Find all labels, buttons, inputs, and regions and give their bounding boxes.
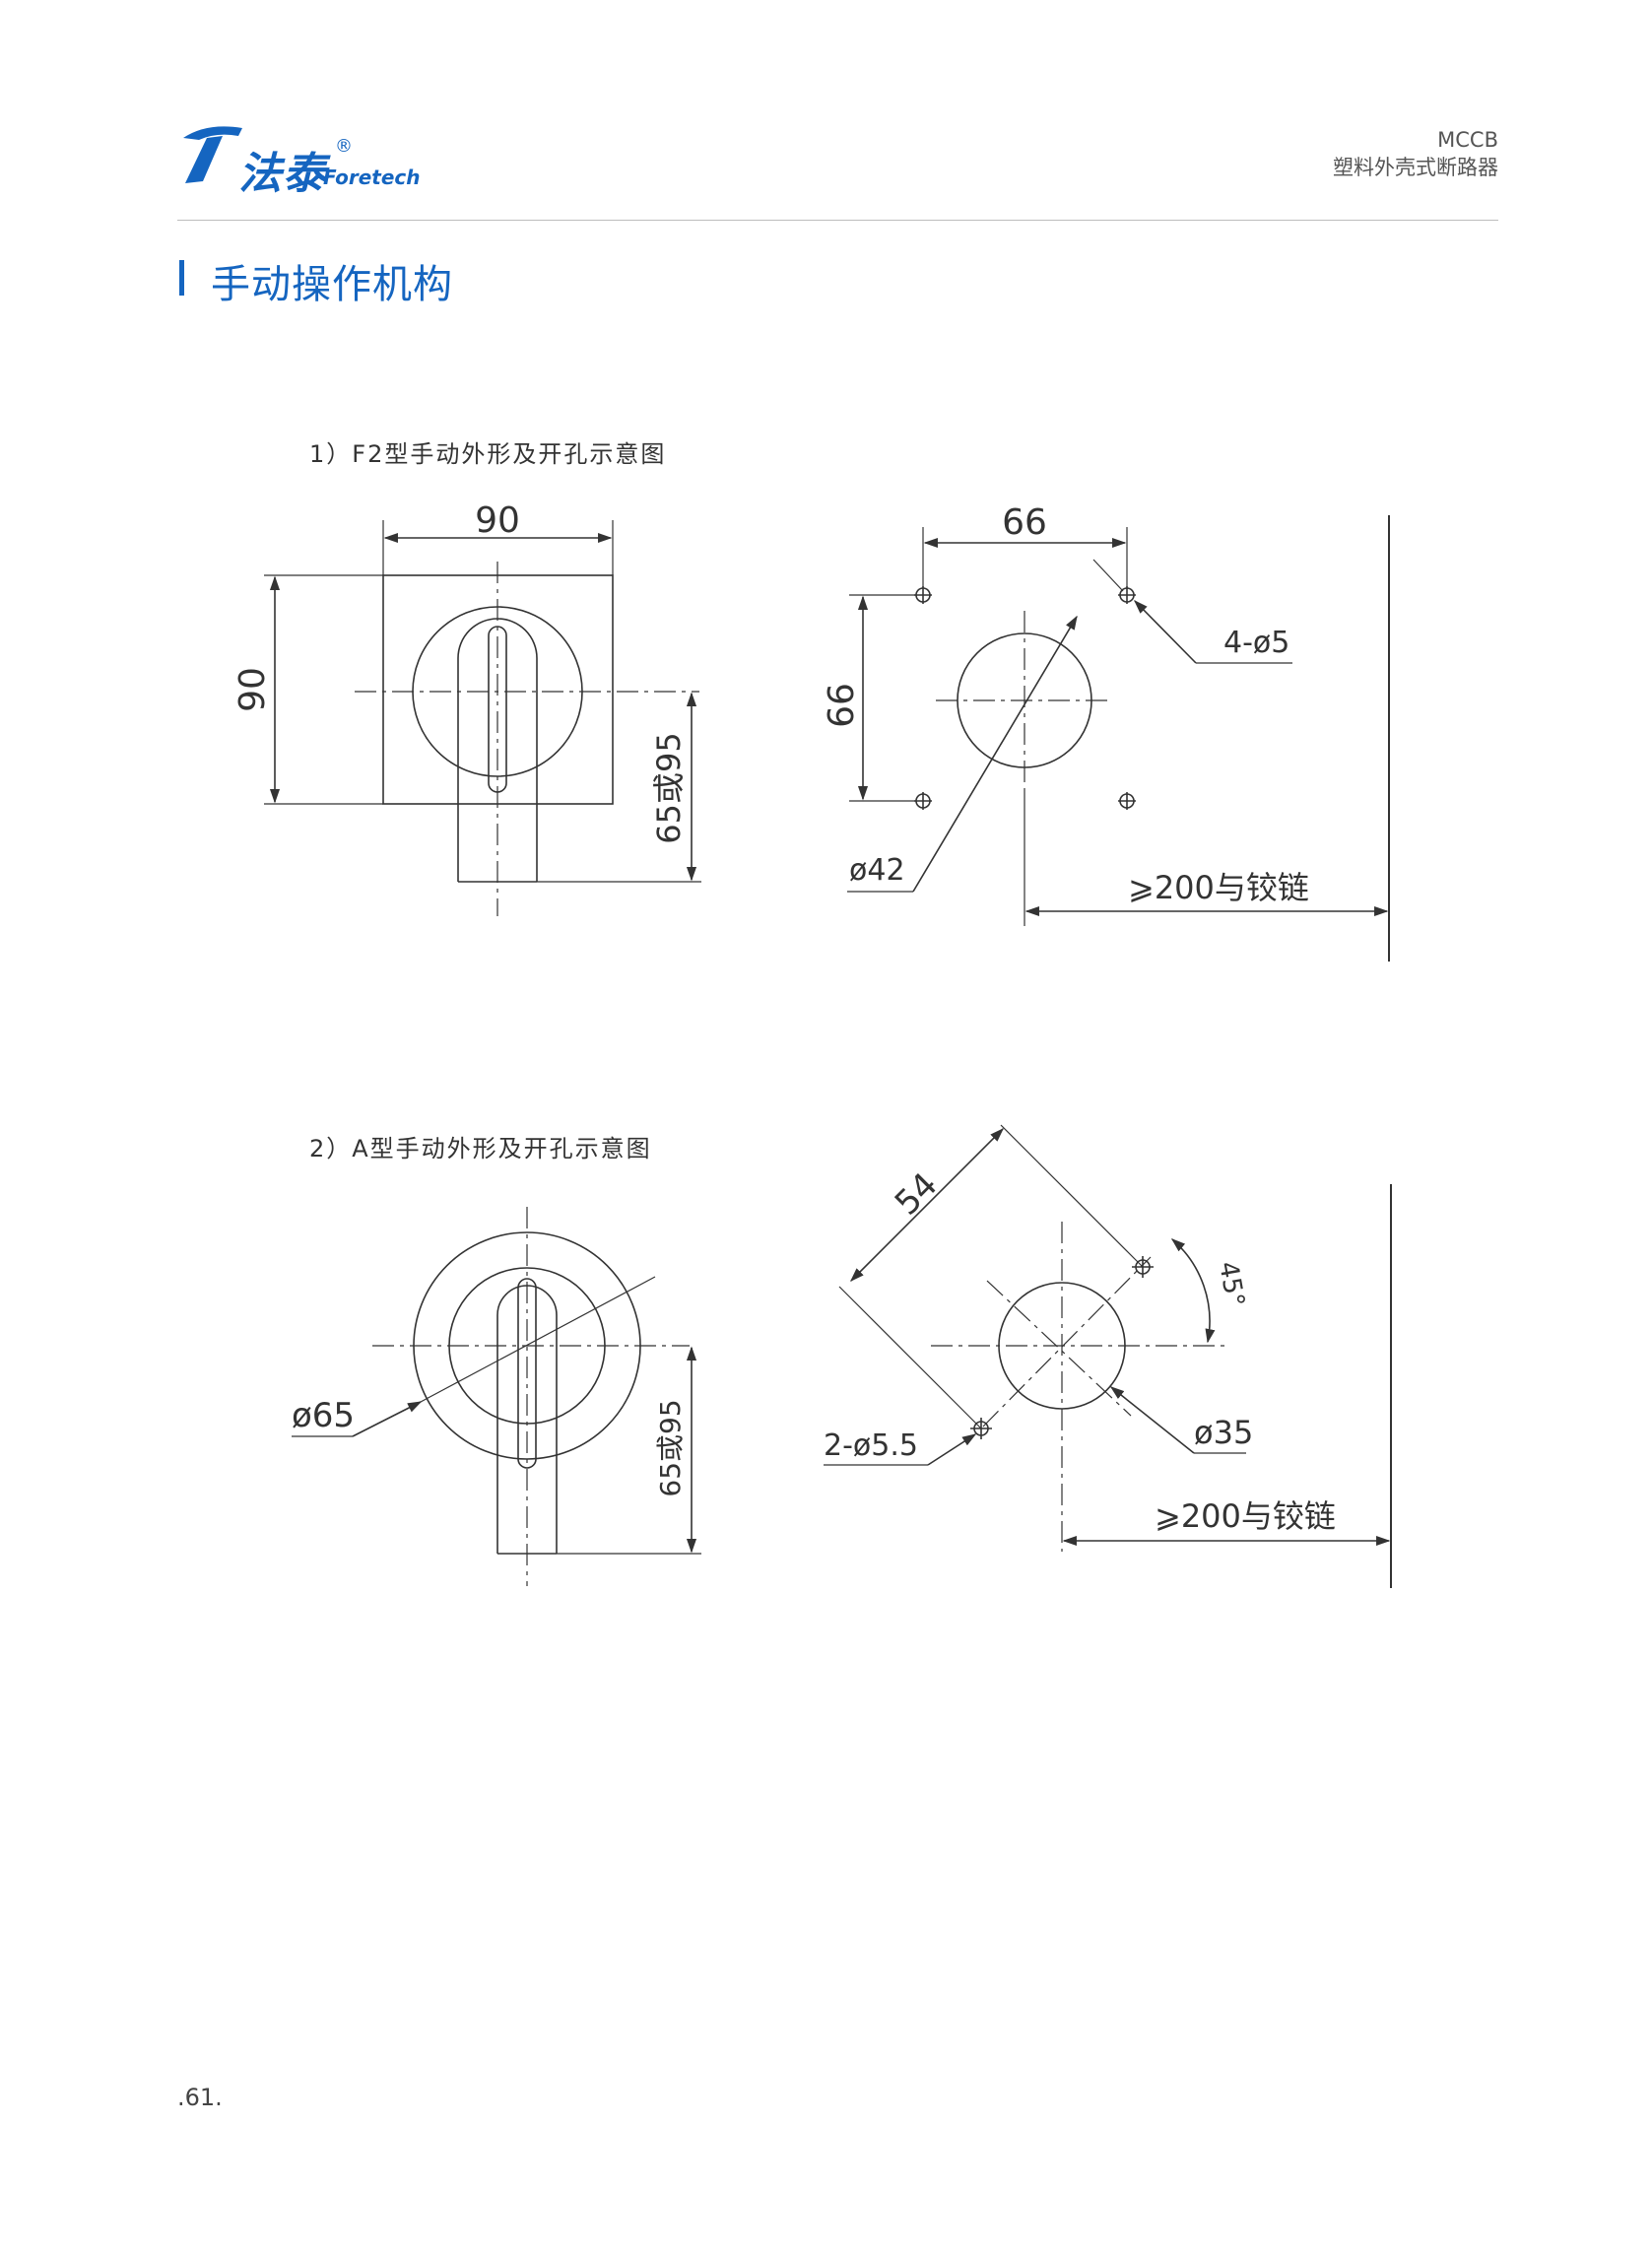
fig2-dim-handle: 65或95 [654,1399,687,1496]
fig1-dim-width: 90 [475,500,520,541]
fig1-panel-cutout [847,515,1390,962]
logo-mark-icon [183,126,242,183]
header-divider [177,220,1498,221]
fig2-dim-dial: ø65 [292,1396,355,1435]
figure1-caption: 1）F2型手动外形及开孔示意图 [309,440,667,468]
fig2-dim-angle: 45° [1213,1259,1250,1309]
fig1-handle-outline [264,520,701,916]
fig1-dim-hinge: ⩾200与铰链 [1128,869,1309,906]
page-number: .61. [177,2084,223,2111]
fig2-dim-holes: 2-ø5.5 [824,1428,918,1463]
fig2-dim-cutout: ø35 [1194,1414,1253,1451]
figure2-caption: 2）A型手动外形及开孔示意图 [309,1135,652,1162]
fig2-handle-outline [292,1207,701,1586]
registered-mark: ® [335,136,353,157]
logo-english-text: Foretech [323,166,421,189]
fig2-panel-cutout [824,1124,1392,1588]
fig1-dim-height: 90 [232,667,273,712]
fig1-dim-hole-x: 66 [1002,502,1047,543]
fig2-dim-hinge: ⩾200与铰链 [1155,1497,1336,1535]
fig1-dim-hole-y: 66 [822,683,862,728]
fig1-dim-handle: 65或95 [650,732,688,843]
section-title: 手动操作机构 [211,262,453,307]
header-product-info: MCCB 塑料外壳式断路器 [1333,126,1498,181]
fig1-dim-holes: 4-ø5 [1223,626,1289,660]
logo-chinese-text: 法泰 [238,149,327,199]
product-name: 塑料外壳式断路器 [1333,156,1498,179]
fig1-dim-cutout: ø42 [849,853,905,888]
fig2-dim-hole-spacing: 54 [888,1165,946,1224]
brand-logo: 法泰 ® Foretech [177,116,433,199]
section-accent-bar [179,260,184,296]
product-code: MCCB [1437,128,1498,152]
